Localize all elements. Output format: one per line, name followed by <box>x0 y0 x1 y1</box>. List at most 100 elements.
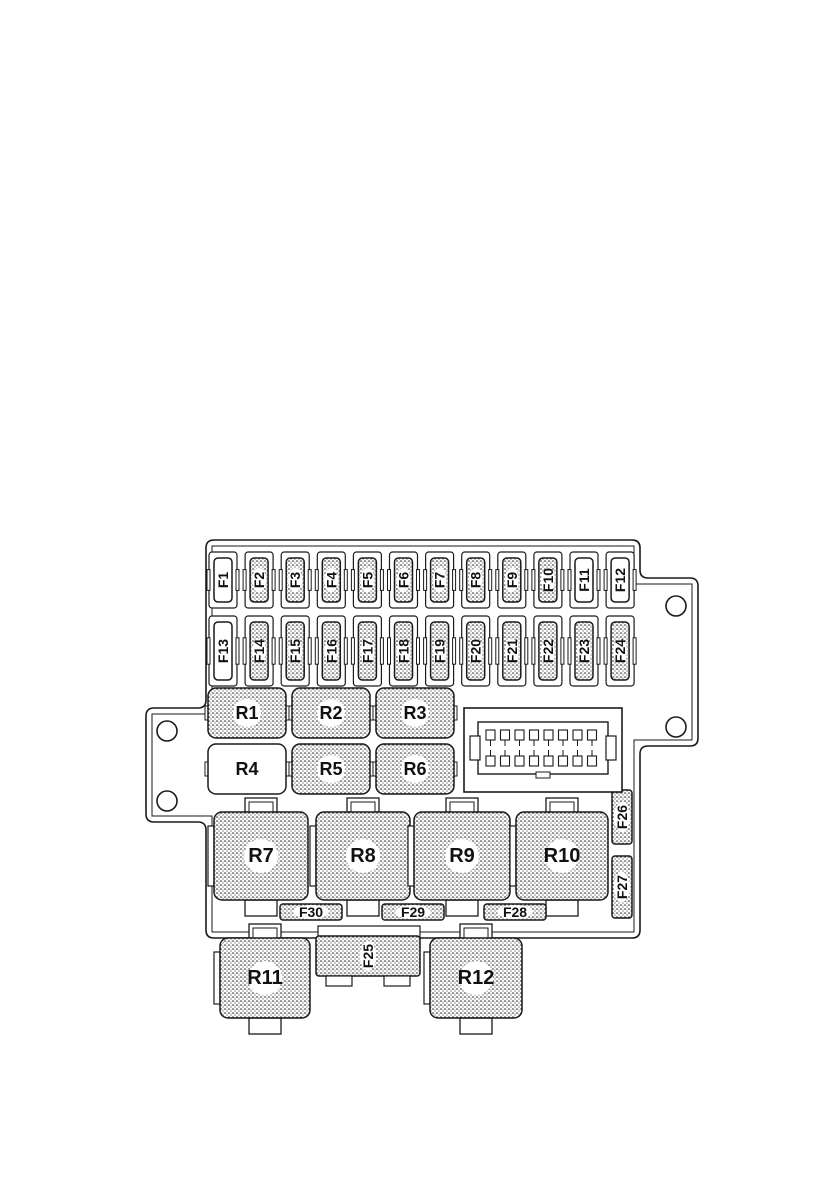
fuse-label: F15 <box>287 639 303 663</box>
fuse-label: F5 <box>359 572 375 589</box>
fuse-label: F6 <box>396 572 412 589</box>
fuse-label: F22 <box>540 639 556 663</box>
relay-label: R2 <box>319 703 342 723</box>
relay-label: R7 <box>248 845 274 867</box>
connector-pin <box>573 730 582 740</box>
connector-pin <box>559 730 568 740</box>
connector-block <box>464 708 622 792</box>
fuse-label: F30 <box>299 904 323 920</box>
relay-label: R3 <box>403 703 426 723</box>
relay-label: R10 <box>544 845 581 867</box>
fuse-label: F23 <box>576 639 592 663</box>
fuse-f15: F15 <box>279 616 311 686</box>
fuse-f8: F8 <box>460 552 492 608</box>
fuse-f10: F10 <box>532 552 564 608</box>
fuse-f21: F21 <box>496 616 528 686</box>
connector-pin <box>486 730 495 740</box>
relay-r6: R6 <box>373 744 457 794</box>
relay-r9: R9 <box>408 798 510 916</box>
fuse-label: F11 <box>576 568 592 592</box>
fuse-label: F25 <box>360 944 376 968</box>
fuse-label: F3 <box>287 572 303 589</box>
relay-label: R6 <box>403 759 426 779</box>
relay-r1: R1 <box>205 688 289 738</box>
fuse-label: F18 <box>396 639 412 663</box>
fuse-label: F8 <box>468 572 484 589</box>
fuse-f12: F12 <box>604 552 636 608</box>
connector-pin <box>544 730 553 740</box>
fuse-f9: F9 <box>496 552 528 608</box>
mounting-hole <box>157 791 177 811</box>
fuse-f20: F20 <box>460 616 492 686</box>
fuse-f26: F26 <box>612 790 632 844</box>
fuse-f24: F24 <box>604 616 636 686</box>
fuse-label: F12 <box>612 568 628 592</box>
fuse-f29: F29 <box>382 904 444 920</box>
connector-pin <box>573 756 582 766</box>
fuse-f25: F25 <box>316 926 420 986</box>
fuse-f30: F30 <box>280 904 342 920</box>
fuse-label: F13 <box>215 639 231 663</box>
fuse-label: F24 <box>612 639 628 663</box>
relay-label: R12 <box>458 967 495 989</box>
relay-label: R9 <box>449 845 475 867</box>
relay-r3: R3 <box>373 688 457 738</box>
relay-r7: R7 <box>208 798 308 916</box>
fuse-label: F4 <box>323 572 339 589</box>
fuse-rows: F1 F2 F3 F4 F5 F6 F7 F8 F9 F10 F11 F12F13 F14 F15 F16 F… <box>207 552 636 686</box>
connector-pin <box>530 756 539 766</box>
connector-pin <box>515 730 524 740</box>
fuse-f4: F4 <box>315 552 347 608</box>
fuse-label: F7 <box>432 572 448 589</box>
mounting-hole <box>666 717 686 737</box>
connector-pin <box>544 756 553 766</box>
relay-r12: R12 <box>424 924 522 1034</box>
fuse-label: F17 <box>359 639 375 663</box>
relay-label: R11 <box>247 967 283 989</box>
relay-r10: R10 <box>510 798 608 916</box>
connector-pin <box>501 730 510 740</box>
fuse-label: F20 <box>468 639 484 663</box>
fuse-f11: F11 <box>568 552 600 608</box>
relay-r2: R2 <box>289 688 373 738</box>
fuse-label: F29 <box>401 904 425 920</box>
connector-pin <box>530 730 539 740</box>
fuse-f7: F7 <box>424 552 456 608</box>
connector-pin <box>559 756 568 766</box>
fuse-f18: F18 <box>388 616 420 686</box>
connector-pin <box>588 756 597 766</box>
fuse-f6: F6 <box>388 552 420 608</box>
relay-label: R1 <box>235 703 258 723</box>
fuse-f2: F2 <box>243 552 275 608</box>
relay-label: R4 <box>235 759 258 779</box>
fuse-f17: F17 <box>351 616 383 686</box>
mounting-hole <box>666 596 686 616</box>
connector-pin <box>501 756 510 766</box>
fuse-label: F28 <box>503 904 527 920</box>
fuse-f19: F19 <box>424 616 456 686</box>
fuse-f16: F16 <box>315 616 347 686</box>
fuse-f5: F5 <box>351 552 383 608</box>
mounting-hole <box>157 721 177 741</box>
fuse-f28: F28 <box>484 904 546 920</box>
connector-pin <box>486 756 495 766</box>
relay-r11: R11 <box>214 924 310 1034</box>
fuse-label: F10 <box>540 568 556 592</box>
connector-pin <box>588 730 597 740</box>
relay-r8: R8 <box>310 798 410 916</box>
fuse-label: F2 <box>251 572 267 589</box>
relay-r5: R5 <box>289 744 373 794</box>
relay-label: R5 <box>319 759 342 779</box>
fuse-f14: F14 <box>243 616 275 686</box>
fuse-label: F9 <box>504 572 520 589</box>
fuse-f23: F23 <box>568 616 600 686</box>
fuse-label: F1 <box>215 572 231 589</box>
fuse-f3: F3 <box>279 552 311 608</box>
fuse-label: F14 <box>251 639 267 663</box>
fuse-f13: F13 <box>207 616 239 686</box>
fuse-f27: F27 <box>612 856 632 918</box>
fuse-label: F19 <box>432 639 448 663</box>
fuse-label: F21 <box>504 639 520 663</box>
fuse-label: F16 <box>323 639 339 663</box>
